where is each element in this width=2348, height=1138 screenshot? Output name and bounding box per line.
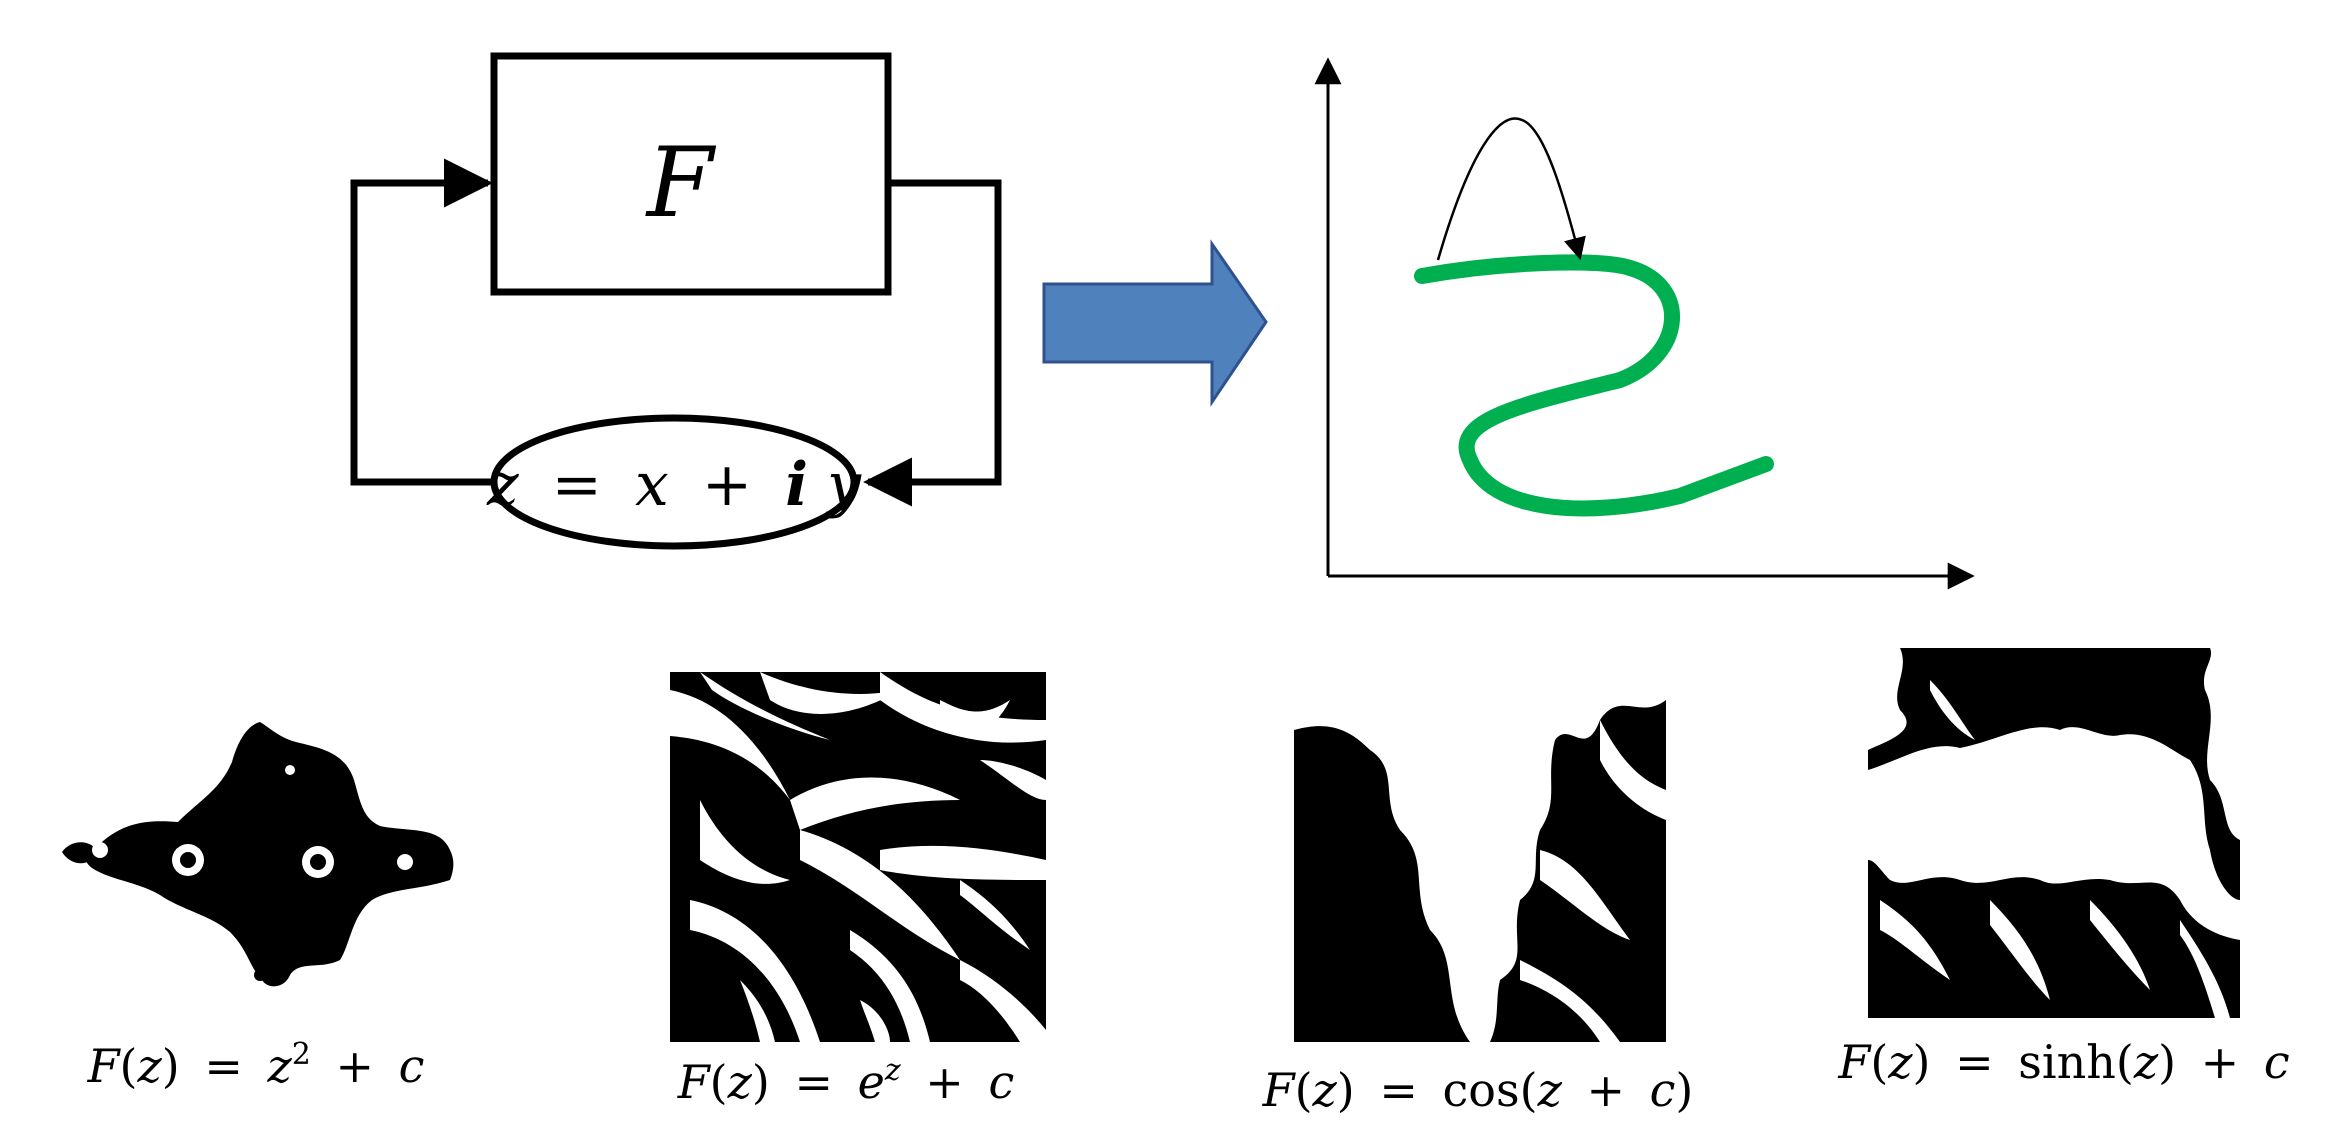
- input-equation: z = x + i y: [486, 450, 862, 520]
- orbit-curve: [1414, 254, 1774, 517]
- input-ellipse: [490, 414, 858, 550]
- eq-equals: =: [552, 450, 602, 520]
- eq-plus: +: [702, 450, 752, 520]
- input-connector: [350, 158, 494, 486]
- iteration-arrow: [1436, 117, 1586, 261]
- output-connector: [863, 179, 1002, 507]
- eq-z: z: [486, 450, 519, 520]
- fractal-sinh-julia: [1868, 648, 2240, 1018]
- fractal-cosine-julia: [1294, 672, 1666, 1042]
- eq-y: y: [824, 450, 862, 520]
- function-label: F: [645, 127, 717, 239]
- function-box: [490, 52, 892, 296]
- formula-cosine: F(z) = cos(z + c): [1262, 1063, 1694, 1117]
- orbit-plot: [1314, 57, 1975, 590]
- formula-sinh: F(z) = sinh(z) + c: [1837, 1035, 2289, 1089]
- transition-arrow: [1042, 239, 1268, 407]
- feedback-loop: F z = x + i y: [350, 52, 1002, 550]
- fractal-quadratic-julia: [62, 722, 454, 987]
- eq-i: i: [785, 450, 808, 520]
- fractal-exponential-julia: [670, 672, 1046, 1042]
- formula-exponential: F(z) = ez + c: [677, 1037, 1014, 1109]
- eq-x: x: [635, 450, 669, 520]
- formula-quadratic: F(z) = z2 + c: [87, 1021, 425, 1093]
